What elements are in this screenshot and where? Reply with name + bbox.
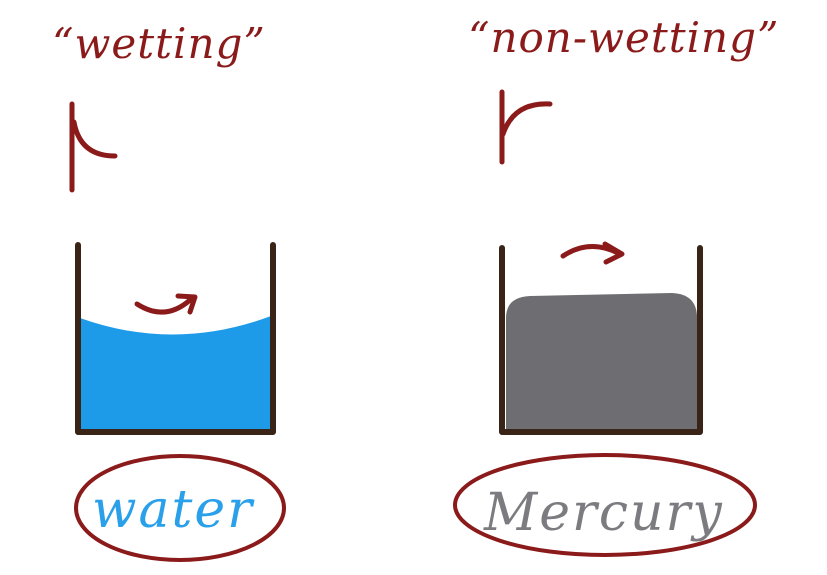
mercury-label-circle [453, 453, 757, 557]
convex-curve-symbol-icon [499, 89, 553, 165]
mercury-liquid [506, 293, 697, 430]
concave-curve-symbol-icon [69, 101, 118, 193]
right-curved-arrow-icon [560, 241, 625, 265]
water-label: water [92, 480, 255, 540]
wetting-panel: “wetting” water [52, 19, 286, 562]
non-wetting-panel: “non-wetting” Mercury [453, 13, 779, 557]
left-curved-arrow-icon [134, 293, 198, 315]
mercury-label: Mercury [483, 483, 724, 543]
water-liquid [80, 316, 271, 430]
wetting-title: “wetting” [52, 19, 266, 68]
right-beaker [499, 245, 703, 435]
left-beaker [75, 242, 276, 435]
water-label-circle [74, 454, 286, 562]
non-wetting-title: “non-wetting” [468, 13, 779, 62]
